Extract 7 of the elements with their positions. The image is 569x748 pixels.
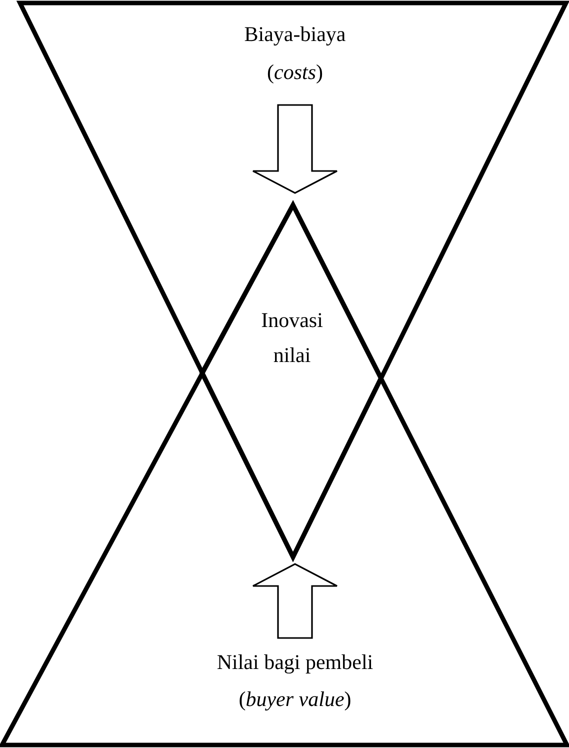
center-label: Inovasi nilai bbox=[260, 307, 324, 369]
triangle-label: (costs) bbox=[267, 60, 323, 86]
block-arrow bbox=[252, 104, 338, 194]
triangle-label: Biaya-biaya bbox=[244, 22, 346, 48]
triangle-label: (buyer value) bbox=[238, 687, 352, 712]
block-arrow bbox=[252, 563, 338, 639]
triangle-label: Nilai bagi pembeli bbox=[216, 650, 374, 676]
